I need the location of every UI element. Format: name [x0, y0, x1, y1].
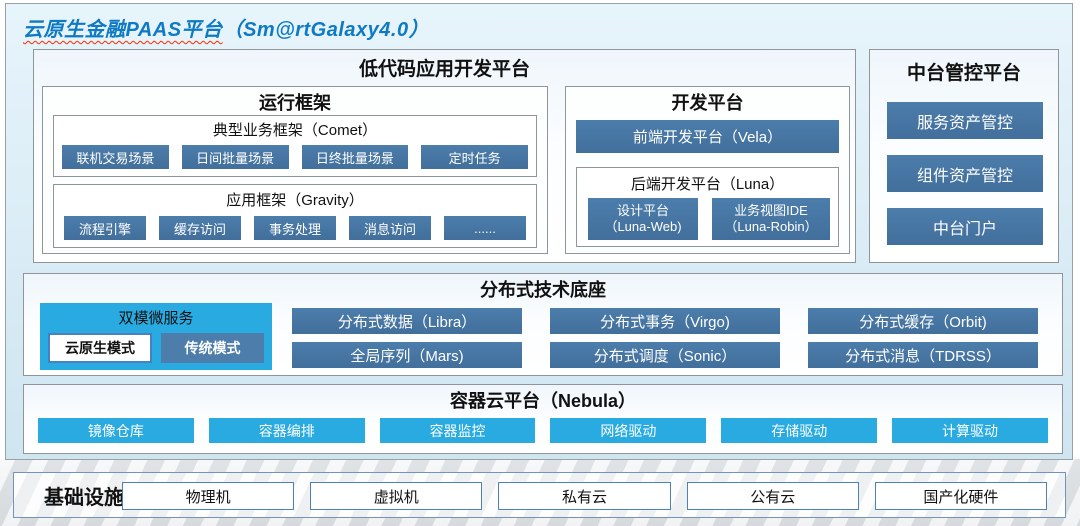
mid-item: 组件资产管控 — [887, 155, 1043, 192]
gravity-item: 消息访问 — [349, 216, 431, 240]
lowcode-platform-box: 低代码应用开发平台 运行框架 典型业务框架（Comet） 联机交易场景 日间批量… — [33, 49, 856, 263]
dist-item: 分布式数据（Libra） — [292, 308, 522, 334]
luna-robin-line2: （Luna-Robin） — [724, 219, 818, 234]
comet-box: 典型业务框架（Comet） 联机交易场景 日间批量场景 日终批量场景 定时任务 — [53, 115, 537, 177]
infra-item: 虚拟机 — [310, 482, 483, 510]
gravity-item: 缓存访问 — [159, 216, 241, 240]
dual-mode-box: 双模微服务 云原生模式 传统模式 — [40, 303, 272, 370]
luna-web-line2: （Luna-Web) — [604, 219, 682, 234]
gravity-title: 应用框架（Gravity） — [226, 192, 364, 209]
cloud-native-mode-button: 云原生模式 — [48, 333, 152, 363]
gravity-box: 应用框架（Gravity） 流程引擎 缓存访问 事务处理 消息访问 ...... — [53, 184, 537, 248]
container-platform-box: 容器云平台（Nebula） 镜像仓库 容器编排 容器监控 网络驱动 存储驱动 计… — [23, 384, 1063, 454]
container-item: 容器编排 — [208, 418, 365, 443]
luna-box: 后端开发平台（Luna） 设计平台 （Luna-Web) 业务视图IDE （Lu… — [576, 167, 839, 247]
infrastructure-items-row: 物理机 虚拟机 私有云 公有云 国产化硬件 — [122, 482, 1048, 510]
dist-item: 全局序列（Mars) — [292, 342, 522, 368]
dual-mode-title: 双模微服务 — [118, 310, 194, 327]
infra-item: 公有云 — [686, 482, 859, 510]
distributed-base-box: 分布式技术底座 双模微服务 云原生模式 传统模式 分布式数据（Libra） 分布… — [23, 273, 1063, 376]
container-item: 容器监控 — [379, 418, 536, 443]
gravity-items-row: 流程引擎 缓存访问 事务处理 消息访问 ...... — [64, 216, 526, 240]
dist-item: 分布式缓存（Orbit) — [808, 308, 1038, 334]
page-title: 云原生金融PAAS平台（Sm@rtGalaxy4.0） — [23, 13, 429, 41]
comet-title: 典型业务框架（Comet） — [212, 122, 378, 139]
container-platform-title: 容器云平台（Nebula） — [449, 391, 636, 411]
infra-item: 国产化硬件 — [874, 482, 1048, 510]
mid-platform-title: 中台管控平台 — [906, 63, 1021, 84]
runtime-framework-title: 运行框架 — [259, 93, 331, 113]
mid-item: 中台门户 — [887, 208, 1043, 245]
gravity-item: ...... — [444, 216, 526, 240]
luna-web-line1: 设计平台 — [616, 202, 669, 218]
dist-item: 分布式消息（TDRSS） — [808, 342, 1038, 368]
gravity-item: 事务处理 — [254, 216, 336, 240]
infrastructure-title: 基础设施 — [44, 486, 124, 509]
container-item: 计算驱动 — [892, 418, 1048, 443]
luna-robin-line1: 业务视图IDE — [734, 202, 808, 218]
dev-platform-box: 开发平台 前端开发平台（Vela） 后端开发平台（Luna） 设计平台 （Lun… — [565, 86, 850, 254]
container-item: 镜像仓库 — [38, 418, 194, 443]
runtime-framework-box: 运行框架 典型业务框架（Comet） 联机交易场景 日间批量场景 日终批量场景 … — [42, 86, 548, 254]
lowcode-platform-title: 低代码应用开发平台 — [358, 59, 530, 80]
page-title-suffix: （Sm@rtGalaxy4.0） — [222, 19, 430, 41]
comet-item: 定时任务 — [421, 145, 528, 169]
container-item: 网络驱动 — [550, 418, 707, 443]
vela-button: 前端开发平台（Vela） — [576, 120, 839, 153]
luna-robin-button: 业务视图IDE （Luna-Robin） — [712, 198, 830, 240]
distributed-base-title: 分布式技术底座 — [480, 280, 606, 300]
dist-item: 分布式事务（Virgo) — [550, 308, 780, 334]
container-item: 存储驱动 — [721, 418, 878, 443]
luna-title: 后端开发平台（Luna） — [630, 176, 785, 193]
infra-item: 物理机 — [122, 482, 295, 510]
container-items-row: 镜像仓库 容器编排 容器监控 网络驱动 存储驱动 计算驱动 — [38, 418, 1048, 443]
main-panel: 云原生金融PAAS平台（Sm@rtGalaxy4.0） 低代码应用开发平台 运行… — [5, 3, 1073, 460]
mid-platform-box: 中台管控平台 服务资产管控 组件资产管控 中台门户 — [869, 49, 1059, 263]
comet-item: 日间批量场景 — [181, 145, 289, 169]
dist-item: 分布式调度（Sonic） — [550, 342, 780, 368]
mid-item: 服务资产管控 — [887, 102, 1043, 139]
comet-item: 联机交易场景 — [62, 145, 169, 169]
comet-item: 日终批量场景 — [301, 145, 409, 169]
infrastructure-bar: 基础设施 物理机 虚拟机 私有云 公有云 国产化硬件 — [13, 472, 1066, 518]
page-title-cn: 云原生金融PAAS平台 — [23, 19, 223, 41]
comet-items-row: 联机交易场景 日间批量场景 日终批量场景 定时任务 — [62, 145, 528, 169]
traditional-mode-button: 传统模式 — [161, 333, 264, 363]
gravity-item: 流程引擎 — [64, 216, 146, 240]
luna-web-button: 设计平台 （Luna-Web) — [588, 198, 698, 240]
dev-platform-title: 开发平台 — [671, 93, 744, 113]
infra-item: 私有云 — [498, 482, 671, 510]
